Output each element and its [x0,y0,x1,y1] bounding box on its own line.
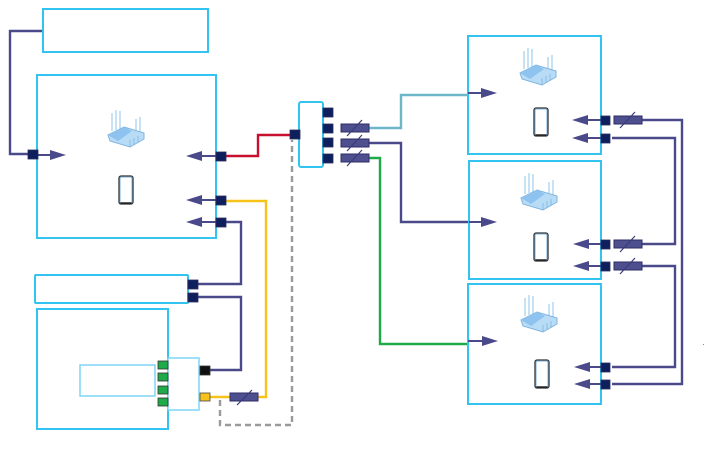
wire-splitter-to-box2 [368,141,470,224]
arrow-left-icon [572,133,601,143]
wire-main-to-bar [197,220,243,286]
wires-layer [8,29,684,427]
port[interactable] [187,292,199,303]
port[interactable] [215,151,227,162]
phone-icon [533,232,549,262]
wire-teal [368,93,468,130]
attenuator-icon[interactable] [340,149,370,167]
arrow-left-icon [573,261,601,271]
wire-topbox-to-main [8,29,43,156]
port[interactable] [187,279,199,290]
port-green[interactable] [157,372,169,382]
wire-green [368,156,468,346]
wire-box1-to-box2 [612,136,677,246]
port[interactable] [322,107,334,118]
wire-box1-to-box3 [612,118,684,386]
arrow-right-icon [469,217,497,227]
port-black[interactable] [199,365,211,376]
phone-icon [533,107,549,137]
port-green[interactable] [157,360,169,370]
top-left-box[interactable] [42,8,209,53]
port[interactable] [27,149,39,160]
port[interactable] [600,239,611,250]
arrow-right-icon [38,150,66,160]
arrow-right-icon [468,336,498,346]
port[interactable] [289,129,301,140]
port-green[interactable] [157,385,169,395]
port[interactable] [322,137,334,148]
port[interactable] [600,115,611,126]
wire-box2-to-box3 [612,264,677,369]
port[interactable] [600,379,611,390]
arrow-left-icon [186,195,216,205]
port-yellow[interactable] [199,392,211,402]
port[interactable] [215,217,227,228]
wire-yellow [226,199,268,399]
arrow-left-icon [574,362,601,372]
port-green[interactable] [157,397,169,407]
port[interactable] [600,133,611,144]
wire-bar-to-controller [197,295,243,372]
controller-inner-panel [79,364,156,397]
arrow-left-icon [572,115,601,125]
ports-layer [27,107,611,407]
phone-icon [118,175,134,205]
main-dut-box[interactable] [36,74,217,239]
attenuator-icon[interactable] [613,235,643,253]
attenuator-icon[interactable] [613,257,643,275]
controller-port-module [167,357,200,411]
port[interactable] [322,123,334,134]
wire-red [222,133,295,158]
port[interactable] [215,195,227,206]
port[interactable] [600,362,611,373]
mid-left-bar[interactable] [34,274,189,304]
arrow-right-icon [468,88,497,98]
port[interactable] [322,153,334,164]
attenuator-icon[interactable] [229,389,259,406]
attenuator-icon[interactable] [613,111,643,129]
attenuators-layer [229,111,643,406]
attenuator-icon[interactable] [340,134,370,152]
splitter[interactable] [298,101,324,168]
arrow-left-icon [186,151,216,161]
attenuator-icon[interactable] [340,119,370,137]
port[interactable] [600,261,611,272]
arrow-left-icon [573,239,601,249]
arrow-left-icon [574,379,601,389]
arrows-layer [38,88,601,389]
phone-icon [534,359,550,389]
arrow-left-icon [186,217,216,227]
wire-dashed [218,140,294,427]
